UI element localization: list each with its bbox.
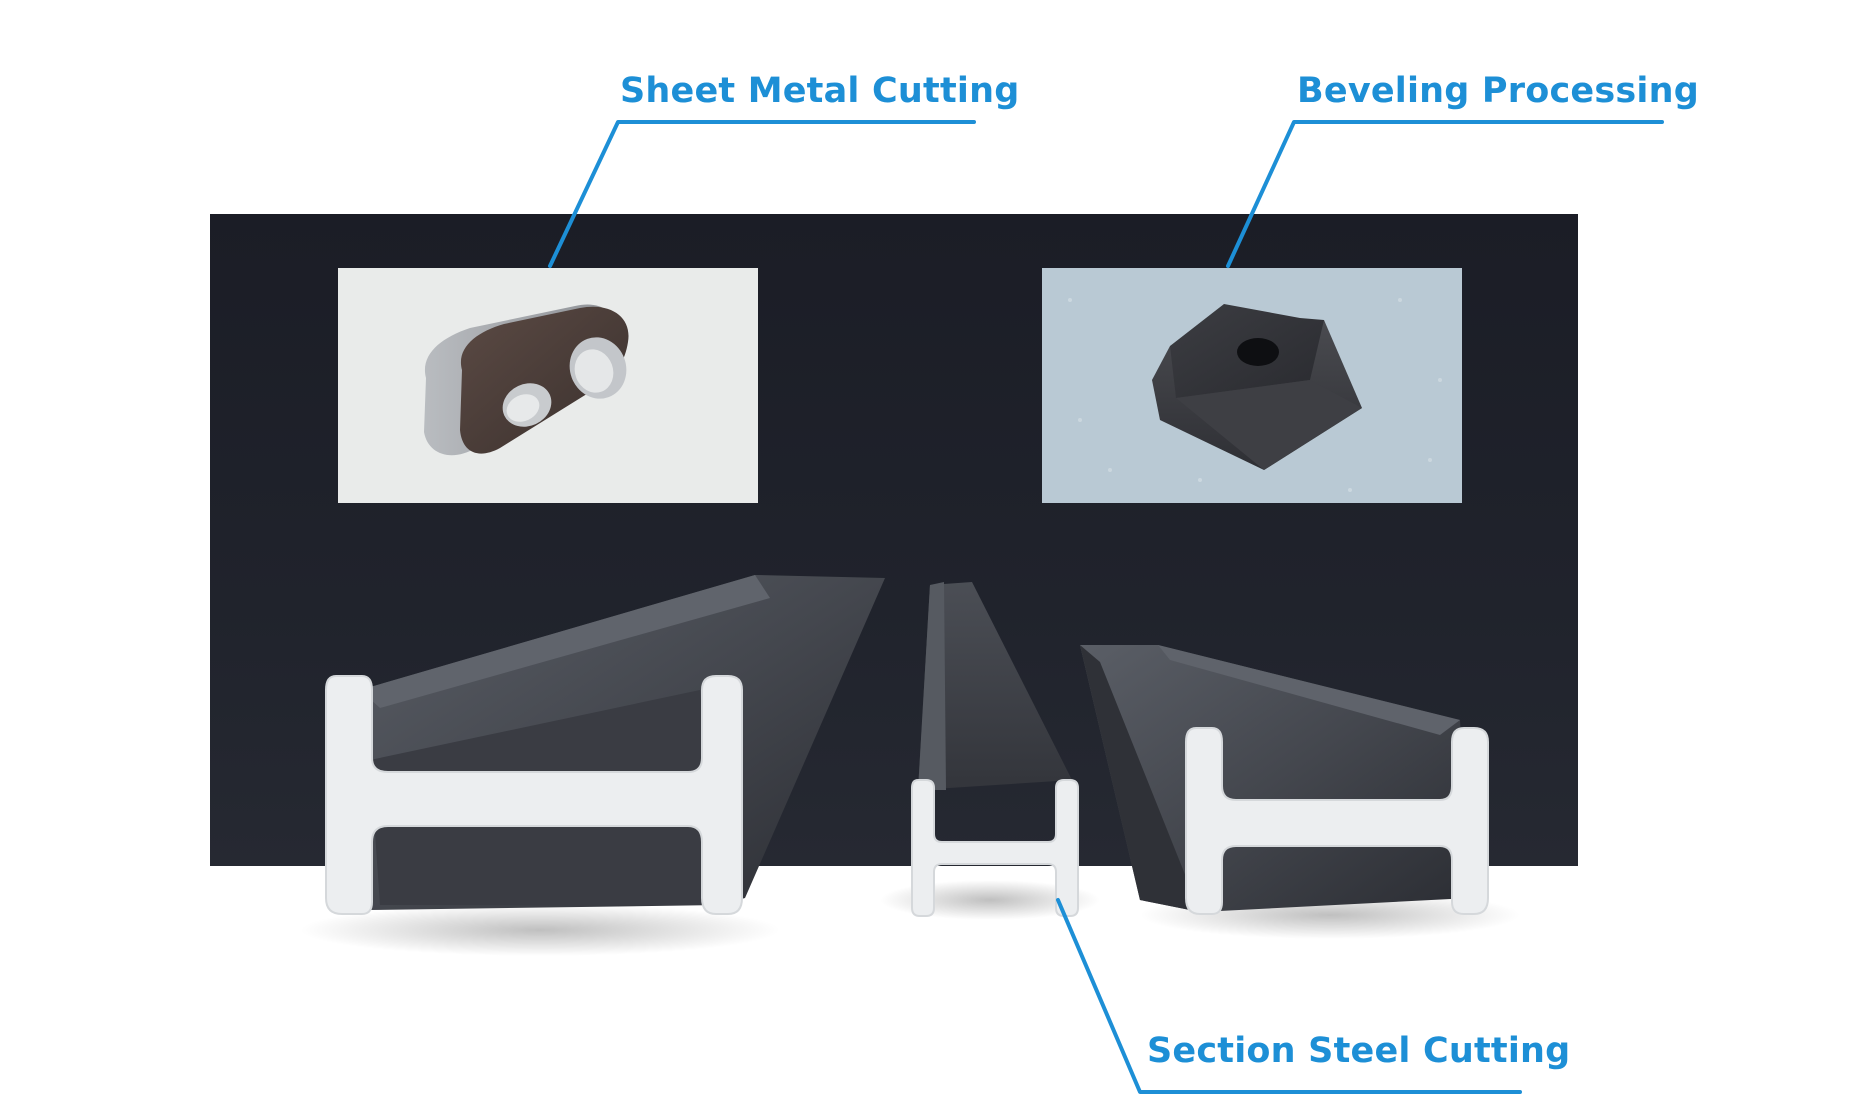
section-steel-cutting-label: Section Steel Cutting [1147, 1031, 1571, 1071]
section-steel-beams [300, 575, 1520, 956]
beveling-processing-label: Beveling Processing [1297, 71, 1699, 111]
beveling-photo [1042, 268, 1462, 503]
sheet-metal-leader-line [548, 120, 976, 268]
section-steel-leader-line [1056, 898, 1522, 1094]
sheet-metal-cutting-label: Sheet Metal Cutting [620, 71, 1020, 111]
sheet-metal-photo [338, 268, 758, 503]
beveling-leader-line [1226, 120, 1664, 268]
